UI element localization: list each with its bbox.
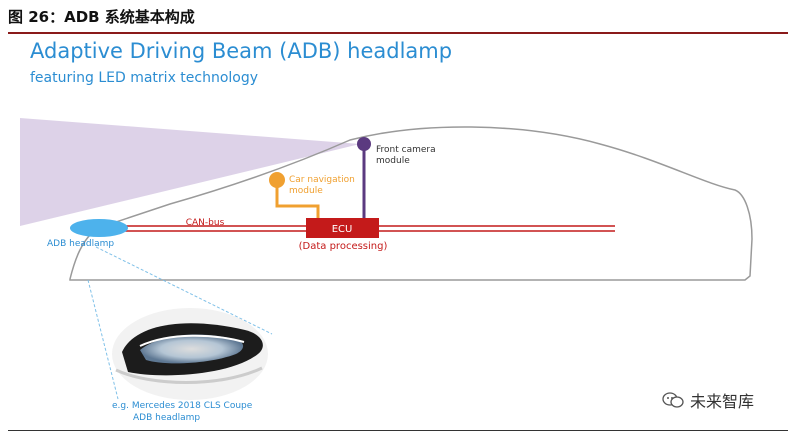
adb-headlamp-label: ADB headlamp [47, 239, 114, 249]
front-camera-node [357, 137, 371, 151]
front-camera-label-line1: Front camera [376, 145, 436, 155]
adb-headlamp-node [70, 219, 128, 237]
car-outline [69, 126, 753, 281]
car-navigation-label: Car navigation module [289, 175, 358, 196]
front-camera-label-line2: module [376, 156, 410, 166]
photo-caption-line2: ADB headlamp [133, 413, 200, 423]
data-processing-label: (Data processing) [299, 241, 388, 252]
photo-caption: e.g. Mercedes 2018 CLS Coupe ADB headlam… [112, 401, 255, 423]
car-navigation-node [269, 172, 285, 188]
watermark-text: 未来智库 [690, 392, 755, 411]
photo-caption-line1: e.g. Mercedes 2018 CLS Coupe [112, 401, 253, 411]
wechat-icon [662, 392, 684, 408]
car-navigation-label-line1: Car navigation [289, 175, 355, 185]
ecu-box [306, 218, 379, 238]
car-navigation-label-line2: module [289, 186, 323, 196]
diagram-title: Adaptive Driving Beam (ADB) headlamp [30, 39, 453, 63]
watermark: 未来智库 [662, 388, 754, 412]
adb-diagram-svg: ECU (Data processing) CAN-bus Front came… [20, 118, 753, 423]
can-bus-label: CAN-bus [186, 218, 225, 228]
callout-line-right [95, 246, 273, 335]
diagram-subtitle: featuring LED matrix technology [30, 70, 259, 86]
light-beam [20, 118, 360, 226]
diagram-canvas: Adaptive Driving Beam (ADB) headlamp fea… [0, 34, 796, 433]
navigation-connector [275, 185, 320, 219]
headlamp-photo [112, 308, 268, 400]
front-camera-label: Front camera module [376, 145, 438, 166]
ecu-label: ECU [332, 224, 353, 235]
bottom-rule [8, 430, 788, 431]
callout-line-left [87, 279, 119, 400]
figure-caption: 图 26：ADB 系统基本构成 [8, 4, 788, 34]
